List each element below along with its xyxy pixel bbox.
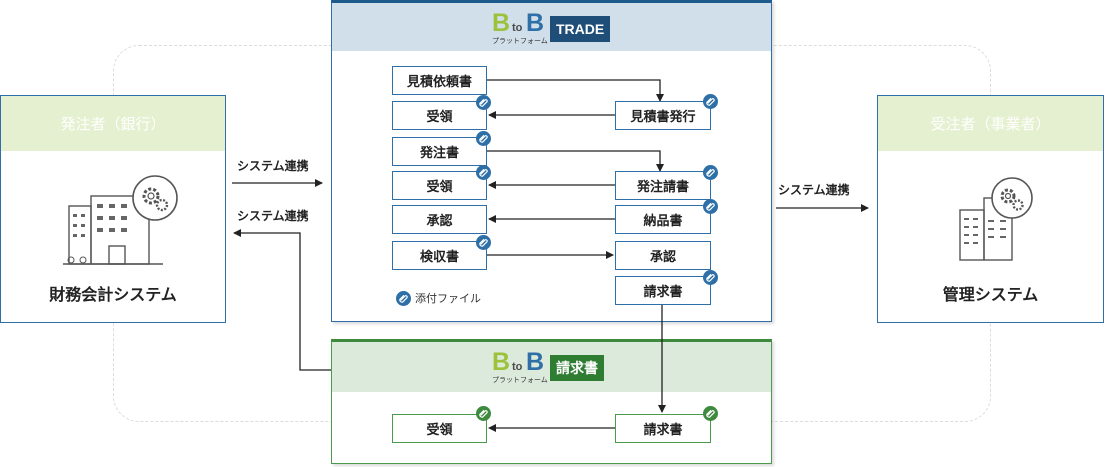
paperclip-icon <box>476 95 491 110</box>
flow-box-purchase-order: 発注書 <box>392 137 487 166</box>
logo-letter-b2: B <box>526 348 545 376</box>
system-link-label: システム連携 <box>237 209 309 223</box>
logo-subtitle: プラットフォーム <box>492 37 548 45</box>
invoice-platform-panel: B to B プラットフォーム 請求書 <box>331 339 772 464</box>
flow-box-quote-request: 見積依頼書 <box>392 66 487 95</box>
flow-box-approval: 承認 <box>392 205 487 234</box>
paperclip-icon <box>476 235 491 250</box>
right-system-panel: 受注者（事業者） 管理システム <box>877 95 1104 323</box>
trade-badge: TRADE <box>550 16 611 42</box>
paperclip-icon <box>476 406 491 421</box>
attachment-legend: 添付ファイル <box>396 290 481 306</box>
right-system-title: 管理システム <box>942 285 1039 304</box>
invoice-panel-header: B to B プラットフォーム 請求書 <box>332 342 771 392</box>
flow-box-delivery-note: 納品書 <box>615 205 711 234</box>
paperclip-icon <box>703 406 718 421</box>
attachment-legend-label: 添付ファイル <box>415 292 481 305</box>
paperclip-icon <box>476 131 491 146</box>
paperclip-icon <box>703 165 718 180</box>
left-panel-header: 発注者（銀行） <box>1 96 225 151</box>
invoice-badge: 請求書 <box>550 355 604 381</box>
logo-to: to <box>512 361 523 373</box>
paperclip-icon <box>703 94 718 109</box>
paperclip-icon <box>396 290 411 306</box>
flow-box-quote-issue: 見積書発行 <box>615 101 711 130</box>
logo-to: to <box>512 22 523 34</box>
office-building-gear-icon <box>959 177 1033 261</box>
paperclip-icon <box>476 165 491 180</box>
system-link-label: システム連携 <box>778 183 850 197</box>
flow-box-inspection: 検収書 <box>392 241 487 270</box>
logo-letter-b1: B <box>492 9 511 37</box>
flow-box-invoice: 請求書 <box>615 276 711 305</box>
left-system-title: 財務会計システム <box>49 285 177 304</box>
flow-box-approval: 承認 <box>615 241 711 270</box>
btob-logo: B to B プラットフォーム 請求書 <box>492 348 622 386</box>
flow-box-received: 受領 <box>392 101 487 130</box>
btob-logo: B to B プラットフォーム TRADE <box>492 9 622 47</box>
flow-box-invoice: 請求書 <box>615 414 711 443</box>
left-system-panel: 発注者（銀行） 財務会計システム <box>0 95 226 323</box>
logo-subtitle: プラットフォーム <box>492 376 548 384</box>
flow-box-order-acceptance: 発注請書 <box>615 171 711 200</box>
flow-box-received: 受領 <box>392 171 487 200</box>
flow-box-received: 受領 <box>392 414 487 443</box>
office-building-gear-icon <box>63 175 178 265</box>
system-link-label: システム連携 <box>237 159 309 173</box>
logo-letter-b1: B <box>492 348 511 376</box>
logo-letter-b2: B <box>526 9 545 37</box>
right-panel-header: 受注者（事業者） <box>878 96 1103 151</box>
trade-panel-header: B to B プラットフォーム TRADE <box>332 3 771 51</box>
paperclip-icon <box>703 270 718 285</box>
paperclip-icon <box>703 199 718 214</box>
